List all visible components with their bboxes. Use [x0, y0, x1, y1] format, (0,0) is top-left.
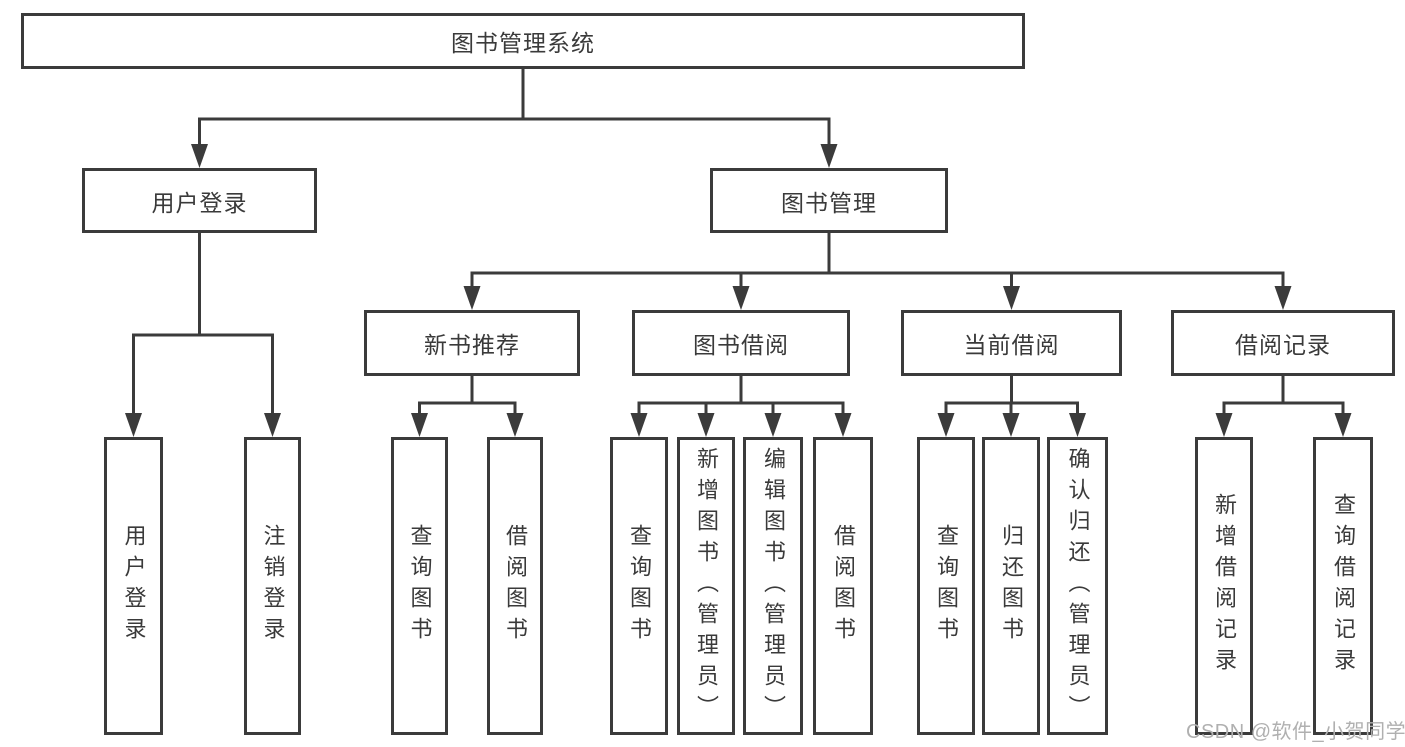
- node-book-borrow: 图书借阅: [632, 310, 850, 376]
- arrowhead: [191, 144, 208, 168]
- node-new-book-rec: 新书推荐: [364, 310, 580, 376]
- node-label: 确认归还（管理员）: [1065, 446, 1091, 726]
- arrowhead: [630, 413, 648, 437]
- node-borrow-record: 借阅记录: [1171, 310, 1395, 376]
- node-label: 新增借阅记录: [1212, 493, 1237, 679]
- node-label: 借阅记录: [1235, 332, 1331, 358]
- node-user-login: 用户登录: [82, 168, 317, 233]
- arrowhead: [697, 413, 715, 437]
- node-label: 归还图书: [999, 524, 1024, 648]
- arrowhead: [411, 413, 428, 437]
- node-br-add-record: 新增借阅记录: [1195, 437, 1253, 735]
- node-label: 借阅图书: [503, 524, 528, 648]
- node-bb-query-book: 查询图书: [610, 437, 668, 735]
- node-label: 用户登录: [121, 524, 147, 648]
- node-rec-borrow-book: 借阅图书: [487, 437, 543, 735]
- arrowhead: [1274, 286, 1292, 310]
- node-bb-edit-book: 编辑图书（管理员）: [743, 437, 803, 735]
- arrowhead: [834, 413, 852, 437]
- watermark: CSDN @软件_小贺同学: [1186, 721, 1405, 743]
- node-label: 借阅图书: [831, 524, 856, 648]
- arrowhead: [1002, 413, 1020, 437]
- node-label: 注销登录: [260, 524, 286, 648]
- node-cb-query-book: 查询图书: [917, 437, 975, 735]
- arrowhead: [1069, 413, 1086, 437]
- node-label: 图书管理: [781, 189, 877, 216]
- arrowhead: [264, 413, 281, 437]
- node-login: 用户登录: [104, 437, 163, 735]
- node-label: 查询图书: [407, 524, 433, 648]
- node-rec-query-book: 查询图书: [391, 437, 448, 735]
- arrowhead: [125, 413, 142, 437]
- node-label: 图书管理系统: [451, 30, 595, 56]
- node-label: 图书借阅: [693, 332, 789, 358]
- node-label: 查询图书: [627, 524, 652, 648]
- node-root: 图书管理系统: [21, 13, 1025, 69]
- arrowhead: [820, 144, 838, 168]
- node-label: 查询借阅记录: [1331, 493, 1356, 679]
- arrowhead: [937, 413, 955, 437]
- arrowhead: [764, 413, 782, 437]
- node-cb-return-book: 归还图书: [982, 437, 1040, 735]
- node-label: 编辑图书（管理员）: [761, 446, 786, 726]
- arrowhead: [732, 286, 750, 310]
- node-logout: 注销登录: [244, 437, 301, 735]
- arrowhead: [506, 413, 524, 437]
- node-br-query-record: 查询借阅记录: [1313, 437, 1373, 735]
- node-cb-confirm-return: 确认归还（管理员）: [1047, 437, 1108, 735]
- node-bb-add-book: 新增图书（管理员）: [677, 437, 735, 735]
- node-label: 新增图书（管理员）: [694, 446, 719, 726]
- node-label: 用户登录: [151, 189, 248, 216]
- arrowhead: [1003, 286, 1020, 310]
- node-label: 查询图书: [934, 524, 959, 648]
- node-label: 当前借阅: [963, 332, 1060, 358]
- node-label: 新书推荐: [424, 332, 520, 358]
- arrowhead: [463, 286, 481, 310]
- node-bb-borrow-book: 借阅图书: [813, 437, 873, 735]
- arrowhead: [1215, 413, 1233, 437]
- arrowhead: [1334, 413, 1352, 437]
- node-current-borrow: 当前借阅: [901, 310, 1122, 376]
- node-book-mgmt: 图书管理: [710, 168, 948, 233]
